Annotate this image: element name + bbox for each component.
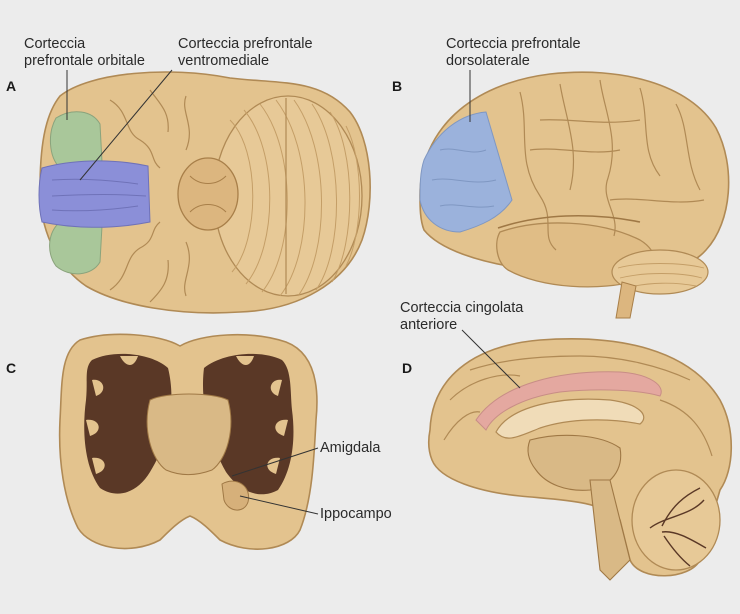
ventromedial-prefrontal-label-line2: ventromediale (178, 53, 269, 70)
panel-a-letter: A (6, 78, 16, 94)
dorsolateral-prefrontal-label-line1: Corteccia prefrontale (446, 36, 581, 53)
anterior-cingulate-label-line1: Corteccia cingolata (400, 300, 523, 317)
dorsolateral-prefrontal-label-line2: dorsolaterale (446, 53, 530, 70)
panel-c-letter: C (6, 360, 16, 376)
amygdala-label: Amigdala (320, 440, 380, 457)
panel-d-cerebellum (632, 470, 720, 570)
ventromedial-prefrontal-label-line1: Corteccia prefrontale (178, 36, 313, 53)
orbital-prefrontal-label-line2: prefrontale orbitale (24, 53, 145, 70)
panel-b-letter: B (392, 78, 402, 94)
hippocampus-label: Ippocampo (320, 506, 392, 523)
panel-d-letter: D (402, 360, 412, 376)
anterior-cingulate-label-line2: anteriore (400, 317, 457, 334)
orbital-prefrontal-label-line1: Corteccia (24, 36, 85, 53)
